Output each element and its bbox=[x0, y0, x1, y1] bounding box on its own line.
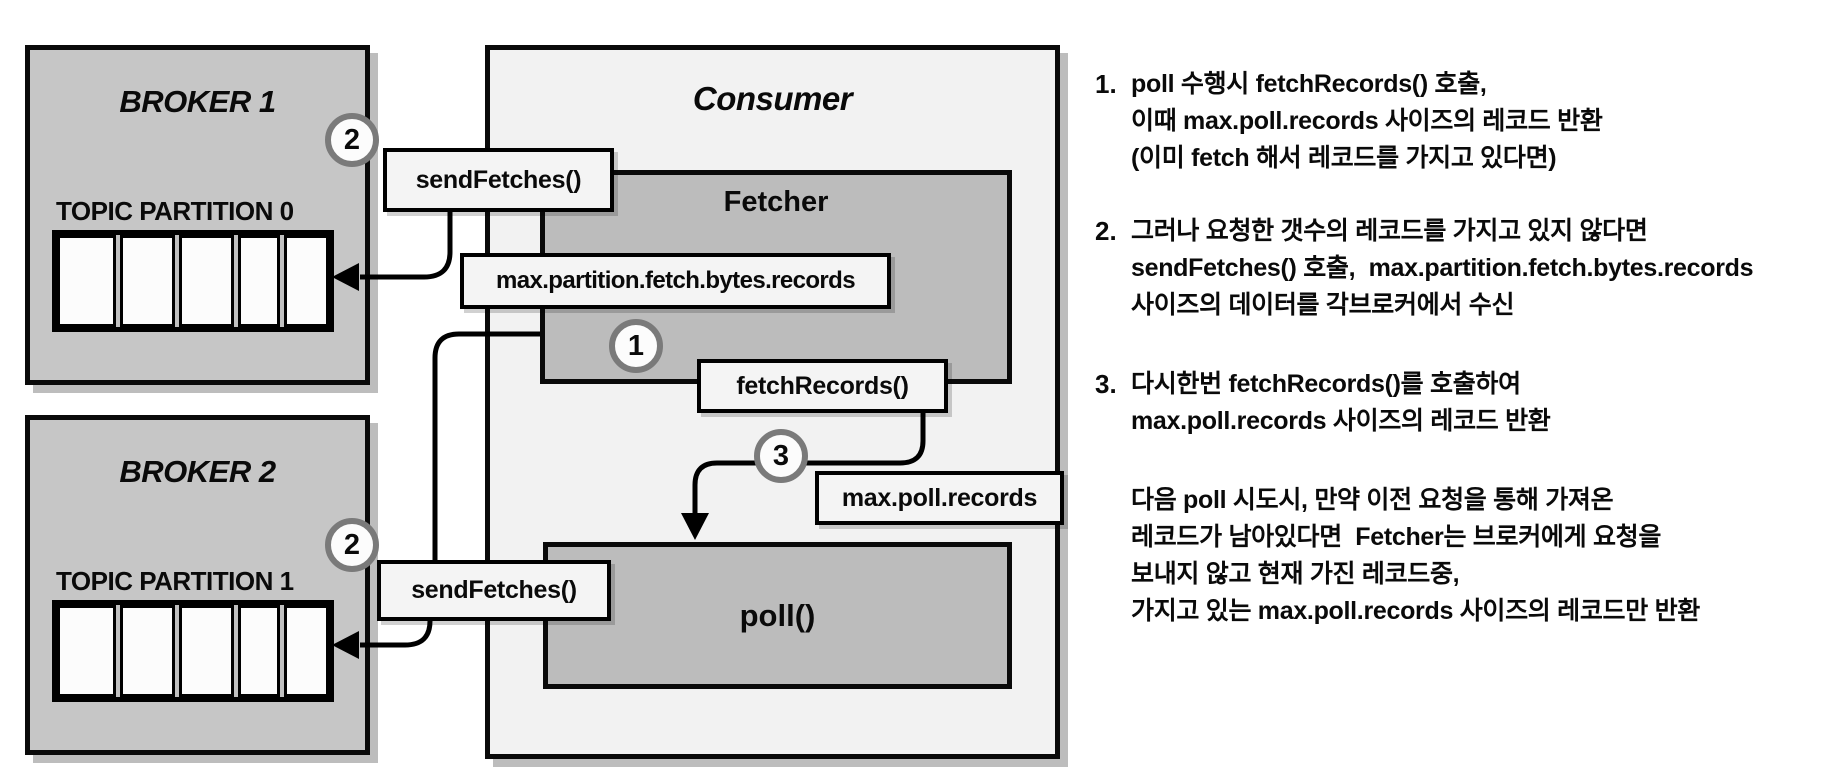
poll-title: poll() bbox=[739, 597, 816, 633]
fetcher-title: Fetcher bbox=[723, 186, 829, 218]
note-marker: 2. bbox=[1095, 216, 1117, 246]
partition-cell bbox=[57, 605, 117, 697]
broker1-partition-cells bbox=[52, 230, 334, 332]
broker2-partition-label: TOPIC PARTITION 1 bbox=[56, 566, 294, 596]
note-item-1: 1. poll 수행시 fetchRecords() 호출, 이때 max.po… bbox=[1095, 66, 1821, 177]
partition-cell bbox=[179, 605, 235, 697]
broker1-title: BROKER 1 bbox=[119, 84, 276, 119]
partition-cell bbox=[238, 605, 280, 697]
step-circle-2-broker2: 2 bbox=[325, 518, 379, 572]
broker2-box: BROKER 2 TOPIC PARTITION 1 bbox=[25, 415, 370, 755]
arrow-sendfetches-to-broker1 bbox=[360, 211, 453, 280]
partition-cell bbox=[120, 605, 176, 697]
consumer-title: Consumer bbox=[692, 80, 853, 117]
note-text: 그러나 요청한 갯수의 레코드를 가지고 있지 않다면 sendFetches(… bbox=[1131, 217, 1754, 319]
poll-box: poll() bbox=[543, 542, 1012, 689]
broker1-partition-label: TOPIC PARTITION 0 bbox=[56, 196, 294, 226]
note-text: 다음 poll 시도시, 만약 이전 요청을 통해 가져온 레코드가 남아있다면… bbox=[1131, 486, 1701, 625]
step-circle-3: 3 bbox=[754, 429, 808, 483]
step-circle-2-broker1: 2 bbox=[325, 113, 379, 167]
note-item-3: 3. 다시한번 fetchRecords()를 호출하여 max.poll.re… bbox=[1095, 366, 1821, 440]
max-partition-fetch-bytes-records-label: max.partition.fetch.bytes.records bbox=[460, 253, 891, 309]
sendfetches-label-bottom: sendFetches() bbox=[377, 560, 611, 621]
partition-cell bbox=[120, 235, 176, 327]
partition-cell bbox=[283, 605, 329, 697]
arrow-sendfetches-to-broker2 bbox=[360, 617, 433, 648]
note-marker: 3. bbox=[1095, 369, 1117, 399]
partition-cell bbox=[57, 235, 117, 327]
broker1-box: BROKER 1 TOPIC PARTITION 0 bbox=[25, 45, 370, 385]
step-circle-1: 1 bbox=[609, 319, 663, 373]
partition-cell bbox=[283, 235, 329, 327]
partition-cell bbox=[238, 235, 280, 327]
sendfetches-label-top: sendFetches() bbox=[383, 148, 614, 212]
note-marker: 1. bbox=[1095, 69, 1117, 99]
broker2-partition-cells bbox=[52, 600, 334, 702]
note-paragraph: 다음 poll 시도시, 만약 이전 요청을 통해 가져온 레코드가 남아있다면… bbox=[1095, 482, 1821, 630]
fetchrecords-label: fetchRecords() bbox=[697, 359, 948, 413]
broker2-title: BROKER 2 bbox=[119, 454, 276, 489]
note-text: poll 수행시 fetchRecords() 호출, 이때 max.poll.… bbox=[1131, 70, 1603, 172]
note-text: 다시한번 fetchRecords()를 호출하여 max.poll.recor… bbox=[1131, 370, 1551, 435]
max-poll-records-label: max.poll.records bbox=[815, 471, 1064, 525]
partition-cell bbox=[179, 235, 235, 327]
note-item-2: 2. 그러나 요청한 갯수의 레코드를 가지고 있지 않다면 sendFetch… bbox=[1095, 213, 1821, 324]
